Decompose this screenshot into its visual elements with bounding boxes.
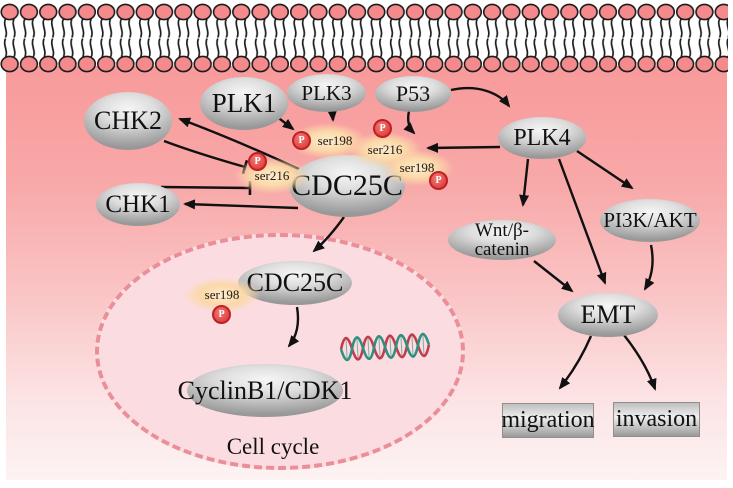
dna-helix-icon [339, 332, 431, 362]
node-plk1: PLK1 [200, 77, 288, 130]
phosphate-icon: P [292, 131, 311, 150]
phosphate-icon: P [212, 305, 231, 324]
badge-ser198-nuclear: ser198 [183, 277, 261, 313]
phosphate-icon: P [248, 152, 267, 171]
node-cyclinb1-cdk1: CyclinB1/CDK1 [178, 364, 352, 417]
node-chk1: CHK1 [96, 183, 180, 226]
phosphate-icon: P [373, 119, 392, 138]
output-migration: migration [501, 403, 595, 438]
node-pi3k-akt: PI3K/AKT [600, 199, 700, 242]
node-chk2: CHK2 [84, 92, 172, 150]
node-emt: EMT [558, 293, 658, 337]
output-invasion: invasion [613, 402, 700, 437]
node-plk3: PLK3 [287, 74, 366, 112]
nucleus-caption: Cell cycle [226, 434, 320, 459]
node-wnt-beta-catenin: Wnt/β-catenin [448, 220, 556, 260]
node-plk4: PLK4 [498, 117, 586, 159]
node-p53: P53 [375, 76, 451, 112]
badge-ser216-left: ser216 [234, 158, 310, 194]
plasma-membrane-icon [0, 0, 728, 76]
phosphate-icon: P [429, 171, 448, 190]
